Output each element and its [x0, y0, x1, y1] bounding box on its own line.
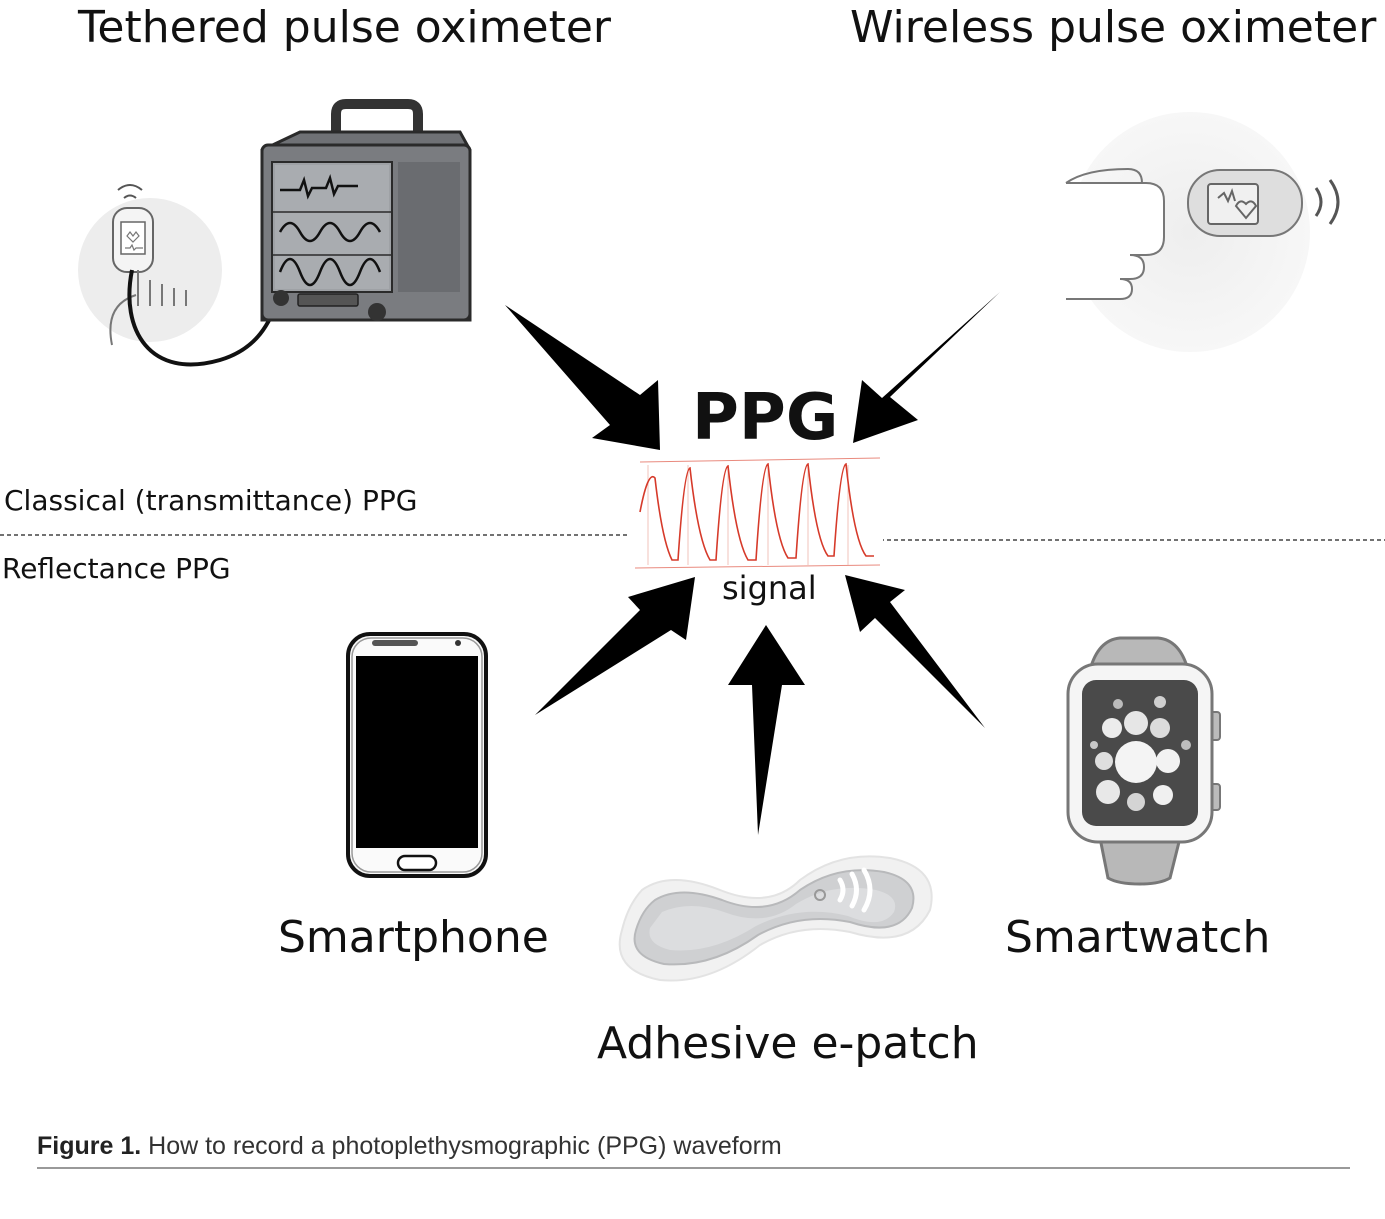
- arrows: [505, 292, 1000, 835]
- patient-monitor-icon: [260, 99, 472, 322]
- figure-caption: Figure 1. How to record a photoplethysmo…: [37, 1132, 782, 1161]
- finger-clip-oximeter-icon: [78, 184, 282, 367]
- reflectance-ppg-label: Reflectance PPG: [2, 552, 231, 585]
- epatch-label: Adhesive e-patch: [597, 1018, 979, 1069]
- arrow-from-epatch: [728, 625, 805, 835]
- classical-ppg-label: Classical (transmittance) PPG: [4, 484, 418, 517]
- arrow-from-smartphone: [535, 577, 695, 715]
- smartwatch-icon: [1066, 636, 1221, 886]
- arrow-from-tethered: [505, 305, 660, 450]
- figure-number: Figure 1.: [37, 1132, 142, 1160]
- smartwatch-label: Smartwatch: [1005, 912, 1271, 963]
- signal-label: signal: [722, 569, 817, 607]
- arrow-from-smartwatch: [845, 575, 985, 728]
- wireless-finger-oximeter-icon: [1065, 112, 1340, 352]
- adhesive-patch-icon: [618, 855, 933, 982]
- smartphone-icon: [346, 632, 488, 878]
- ppg-waveform-icon: [628, 455, 883, 575]
- ppg-label: PPG: [692, 381, 839, 455]
- tethered-title: Tethered pulse oximeter: [78, 2, 611, 53]
- figure-caption-text: How to record a photoplethysmographic (P…: [148, 1132, 782, 1160]
- arrow-from-wireless: [853, 292, 1000, 443]
- smartphone-label: Smartphone: [278, 912, 549, 963]
- wireless-title: Wireless pulse oximeter: [850, 2, 1377, 53]
